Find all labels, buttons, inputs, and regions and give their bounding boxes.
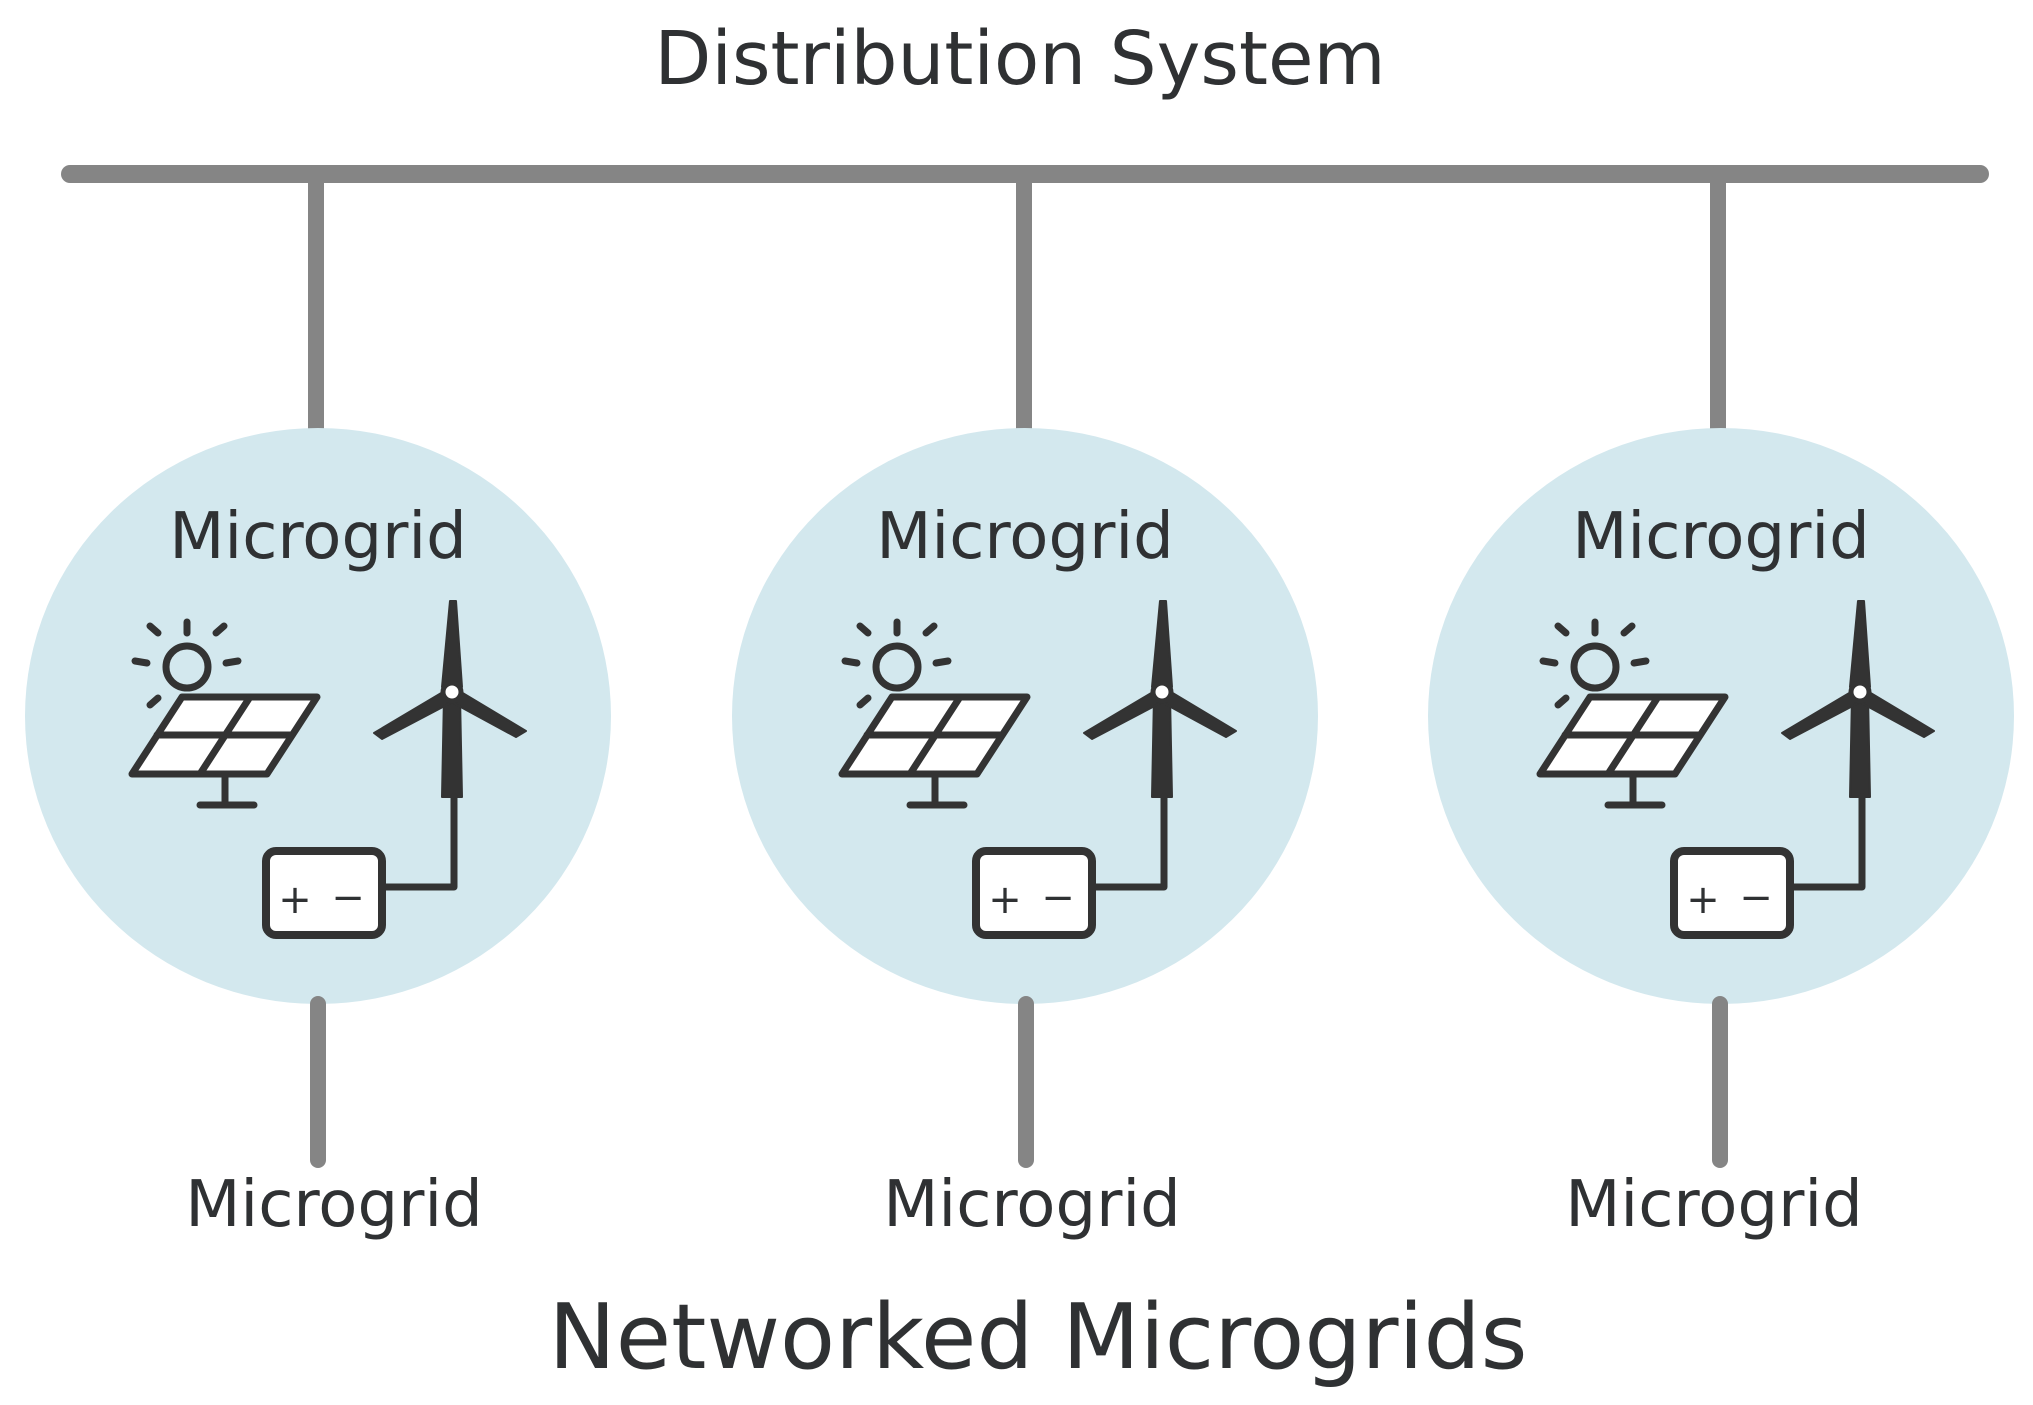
microgrid-1: Microgrid + − Microgrid <box>25 166 611 1242</box>
battery-plus-sign: + <box>988 877 1022 923</box>
microgrid-bottom-label-1: Microgrid <box>185 1168 483 1242</box>
microgrid-label-1: Microgrid <box>169 500 467 574</box>
microgrid-circle-2 <box>732 428 1318 1004</box>
battery-plus-sign: + <box>1686 877 1720 923</box>
microgrid-label-2: Microgrid <box>876 500 1174 574</box>
battery-plus-sign: + <box>278 877 312 923</box>
microgrid-label-3: Microgrid <box>1572 500 1870 574</box>
microgrid-2: Microgrid + − Microgrid <box>732 166 1318 1242</box>
microgrid-3: Microgrid + − Microgrid <box>1428 166 2014 1242</box>
battery-minus-sign: − <box>1739 875 1773 921</box>
networked-microgrids-title: Networked Microgrids <box>548 1285 1527 1390</box>
battery-minus-sign: − <box>331 875 365 921</box>
microgrid-bottom-label-2: Microgrid <box>883 1168 1181 1242</box>
microgrid-circle-1 <box>25 428 611 1004</box>
battery-minus-sign: − <box>1041 875 1075 921</box>
microgrid-bottom-label-3: Microgrid <box>1565 1168 1863 1242</box>
distribution-system-title: Distribution System <box>654 16 1385 102</box>
microgrid-circle-3 <box>1428 428 2014 1004</box>
